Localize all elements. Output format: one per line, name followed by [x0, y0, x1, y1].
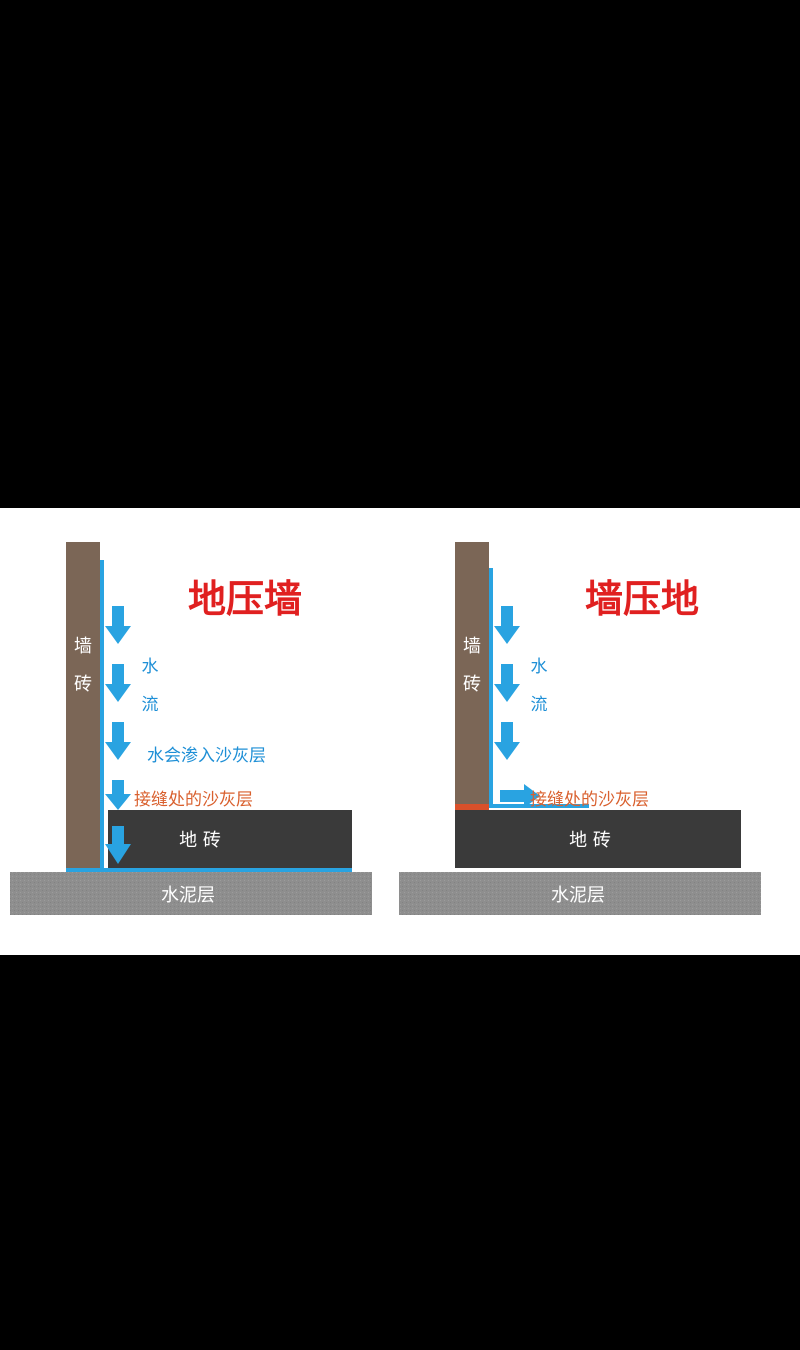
left-water-bottom	[66, 868, 352, 872]
right-wall-label-2: 砖	[463, 674, 481, 695]
right-wall-label-1: 墙	[463, 636, 481, 657]
left-seep-label: 水会渗入沙灰层	[147, 746, 266, 766]
tile-comparison-diagram: 水泥层 墙 砖 地 砖 地压墙 水 流 水会渗入沙灰层 接缝处的沙灰层 水泥层 …	[10, 542, 761, 915]
left-flow-label-2: 流	[142, 695, 159, 715]
right-flow-label-2: 流	[531, 695, 548, 715]
right-cement-layer	[399, 872, 761, 915]
left-wall-label-2: 砖	[74, 674, 92, 695]
right-diagram: 水泥层 墙 砖 地 砖 墙压地 水 流 接缝处的沙灰层	[399, 542, 761, 915]
right-title: 墙压地	[585, 577, 699, 621]
right-flow-arrow-right	[500, 784, 540, 808]
left-flow-arrow-3	[105, 722, 131, 760]
right-wall-tile	[455, 542, 489, 808]
left-cement-layer	[10, 872, 372, 915]
diagram-panel: 水泥层 墙 砖 地 砖 地压墙 水 流 水会渗入沙灰层 接缝处的沙灰层 水泥层 …	[0, 508, 800, 955]
left-title: 地压墙	[188, 577, 302, 621]
left-diagram: 水泥层 墙 砖 地 砖 地压墙 水 流 水会渗入沙灰层 接缝处的沙灰层	[10, 542, 372, 915]
right-flow-arrow-1	[494, 606, 520, 644]
right-joint-gap	[455, 804, 489, 810]
left-wall-tile	[66, 542, 100, 870]
right-floor-tile	[455, 810, 741, 868]
left-floor-label: 地 砖	[179, 830, 221, 851]
right-joint-label: 接缝处的沙灰层	[530, 790, 649, 810]
left-wall-label-1: 墙	[74, 636, 92, 657]
left-water-channel	[100, 560, 104, 870]
right-water-surface	[489, 804, 589, 808]
left-flow-arrow-2	[105, 664, 131, 702]
right-flow-arrow-3	[494, 722, 520, 760]
right-flow-label-1: 水	[531, 657, 548, 677]
left-flow-arrow-4	[105, 780, 131, 810]
right-flow-arrow-2	[494, 664, 520, 702]
right-water-channel	[489, 568, 493, 806]
left-flow-arrow-1	[105, 606, 131, 644]
left-joint-label: 接缝处的沙灰层	[134, 790, 253, 810]
right-cement-label: 水泥层	[551, 885, 605, 906]
left-floor-tile	[108, 810, 352, 868]
right-floor-label: 地 砖	[569, 830, 611, 851]
left-flow-arrow-5	[105, 826, 131, 864]
left-flow-label-1: 水	[142, 657, 159, 677]
left-cement-label: 水泥层	[161, 885, 215, 906]
